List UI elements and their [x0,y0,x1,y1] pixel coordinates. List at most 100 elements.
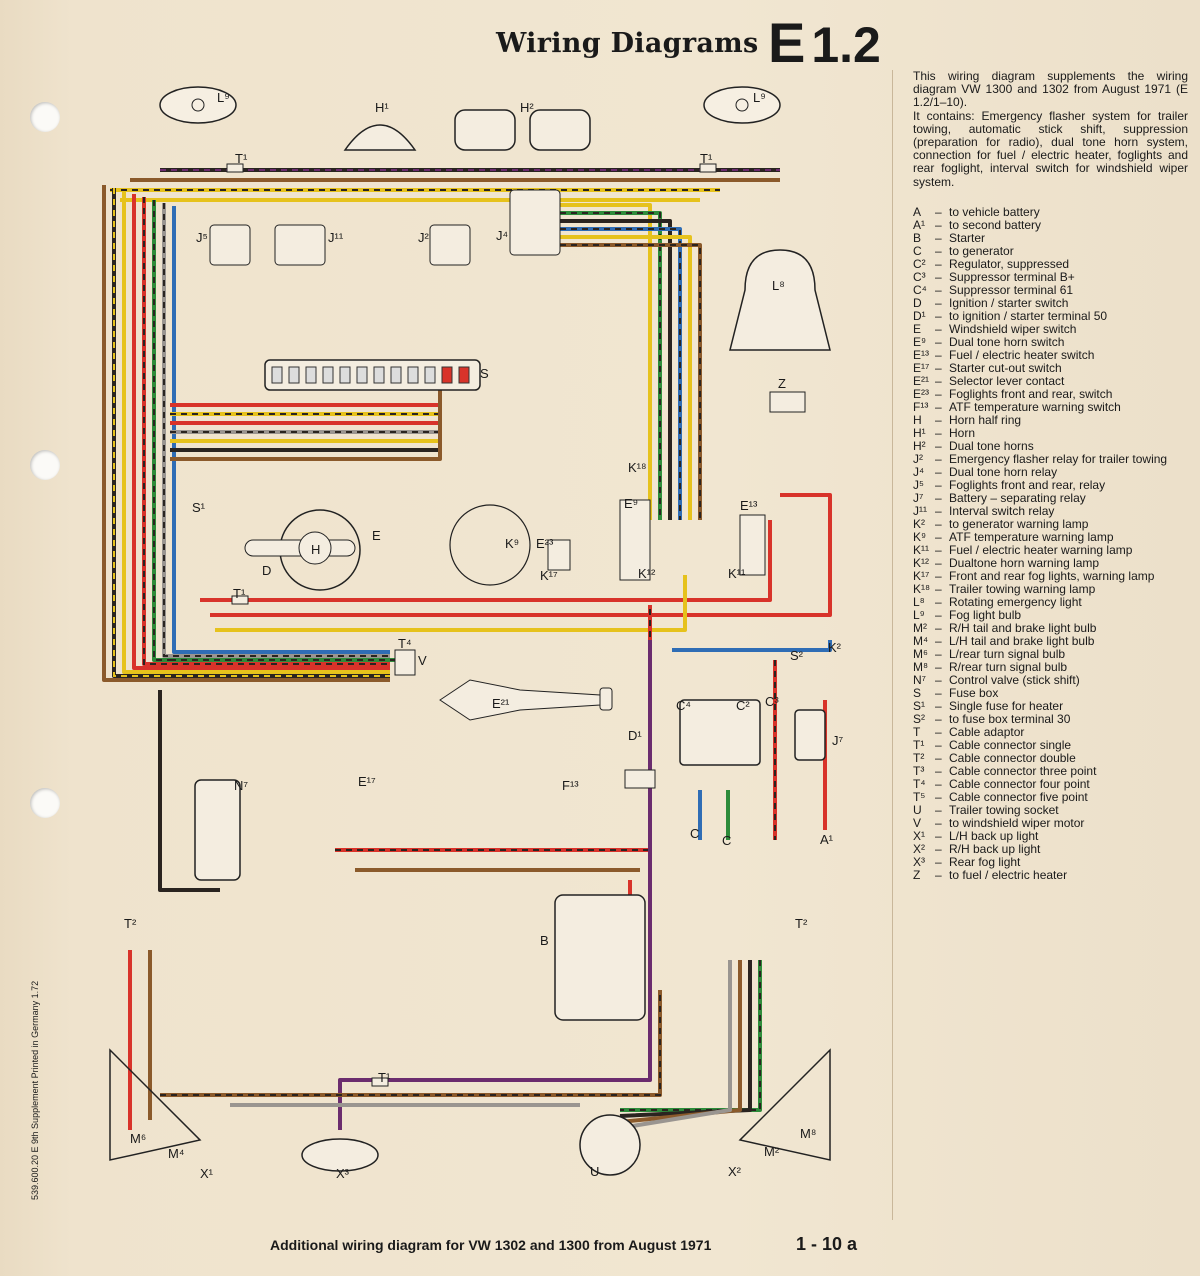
left-harness-wire-stripe [143,197,390,665]
left-harness-wire [172,206,390,654]
legend-description: Trailer towing warning lamp [949,582,1096,596]
fuse [390,366,402,384]
legend-item: E²¹–Selector lever contact [913,374,1065,388]
legend-item: S²–to fuse box terminal 30 [913,712,1071,726]
legend-description: to second battery [949,218,1042,232]
legend-description: Rotating emergency light [949,595,1082,609]
legend-item: E²³–Foglights front and rear, switch [913,387,1113,401]
legend-description: Selector lever contact [949,374,1065,388]
legend-item: K¹⁷–Front and rear fog lights, warning l… [913,569,1155,583]
label-c2: C² [736,698,750,713]
right-harness-wire [560,219,672,520]
cable-connector-mid [231,595,249,605]
label-t4: T⁴ [398,636,412,651]
legend-key: A¹ [913,218,925,232]
legend-item: K¹¹–Fuel / electric heater warning lamp [913,543,1133,557]
label-x2: X² [728,1164,742,1179]
legend-description: Fuse box [949,686,999,700]
label-h2: H² [520,100,534,115]
legend-description: ATF temperature warning lamp [949,530,1114,544]
relay-j11 [274,224,326,266]
legend-item: M²–R/H tail and brake light bulb [913,621,1097,635]
label-z: Z [778,376,786,391]
legend-item: H–Horn half ring [913,413,1022,427]
intro-paragraph-1: This wiring diagram supplements the wiri… [913,69,1188,110]
label-e21: E²¹ [492,696,510,711]
heater-connector-z [769,391,806,413]
left-harness-wire [162,203,390,658]
switch-e23 [547,539,571,571]
legend-description: Suppressor terminal 61 [949,283,1074,297]
label-k18: K¹⁸ [628,460,646,475]
relay-j2 [429,224,471,266]
label-c-b: C [722,833,731,848]
label-s2: S² [790,648,804,663]
legend-description: Front and rear fog lights, warning lamp [949,569,1155,583]
legend-item: E¹⁷–Starter cut-out switch [913,361,1062,375]
legend-description: Foglights front and rear, switch [949,387,1113,401]
legend-description: Ignition / starter switch [949,296,1069,310]
left-harness-wire [122,191,390,674]
legend-item: A¹–to second battery [913,218,1042,232]
legend-key: S¹ [913,699,925,713]
legend-key: T [913,725,921,739]
legend-key: E²³ [913,387,929,401]
legend-description: Emergency flasher relay for trailer towi… [949,452,1168,466]
label-v: V [418,653,427,668]
legend-description: Control valve (stick shift) [949,673,1080,687]
legend-key: E [913,322,922,336]
left-harness-wire [132,194,390,670]
label-t1-mid: T¹ [233,586,246,601]
fuse [305,366,317,384]
left-harness-wire [102,185,390,682]
legend-item: F¹³–ATF temperature warning switch [913,400,1121,414]
footer-caption: Additional wiring diagram for VW 1302 an… [270,1237,712,1253]
legend-item: T–Cable adaptor [913,725,1025,739]
right-harness-wire-stripe [560,244,701,520]
fuse [441,366,453,384]
legend-item: M⁶–L/rear turn signal bulb [913,647,1066,661]
connector-t4 [394,649,416,676]
legend-description: Horn [949,426,976,440]
legend-description: Cable connector four point [949,777,1090,791]
legend-key: M⁶ [913,647,928,661]
legend-key: X¹ [913,829,925,843]
selector-lever [439,679,601,721]
label-d1: D¹ [628,728,642,743]
legend-item: M⁴–L/H tail and brake light bulb [913,634,1095,648]
section-code-letter: E [768,11,806,74]
rear-fog-light-x3 [301,1138,379,1172]
legend-item: E¹³–Fuel / electric heater switch [913,348,1095,362]
legend-key: N⁷ [913,673,927,687]
rear-right-wire [619,960,742,1124]
legend-item: D–Ignition / starter switch [913,296,1069,310]
heater-red-wire [210,493,832,617]
legend-item: X²–R/H back up light [913,842,1041,856]
intro-text: This wiring diagram supplements the wiri… [913,69,1188,189]
legend-item: B–Starter [913,231,986,245]
side-print-note: 539.600.20 E 9th Supplement Printed in G… [30,980,40,1200]
label-h1: H¹ [375,100,389,115]
legend-description: Fog light bulb [949,608,1022,622]
switch-e13 [739,514,766,576]
fog-light-right [703,86,781,124]
legend-item: T¹–Cable connector single [913,738,1072,752]
legend-description: Starter [949,231,986,245]
legend-item: S¹–Single fuse for heater [913,699,1064,713]
right-harness-wire [560,203,652,520]
legend-key: T⁴ [913,777,926,791]
relay-j5 [209,224,251,266]
legend-description: Windshield wiper switch [949,322,1077,336]
legend-key: T¹ [913,738,925,752]
legend-key: H¹ [913,426,926,440]
label-j7: J⁷ [832,733,844,748]
legend-item: C⁴–Suppressor terminal 61 [913,283,1074,297]
horn-h1 [343,124,417,151]
gauge-k9 [449,504,531,586]
label-h: H [311,542,320,557]
horn-h2-right [529,109,591,151]
trailer-socket-u [579,1114,641,1176]
label-l8: L⁸ [772,278,785,293]
legend-key: E¹³ [913,348,929,362]
